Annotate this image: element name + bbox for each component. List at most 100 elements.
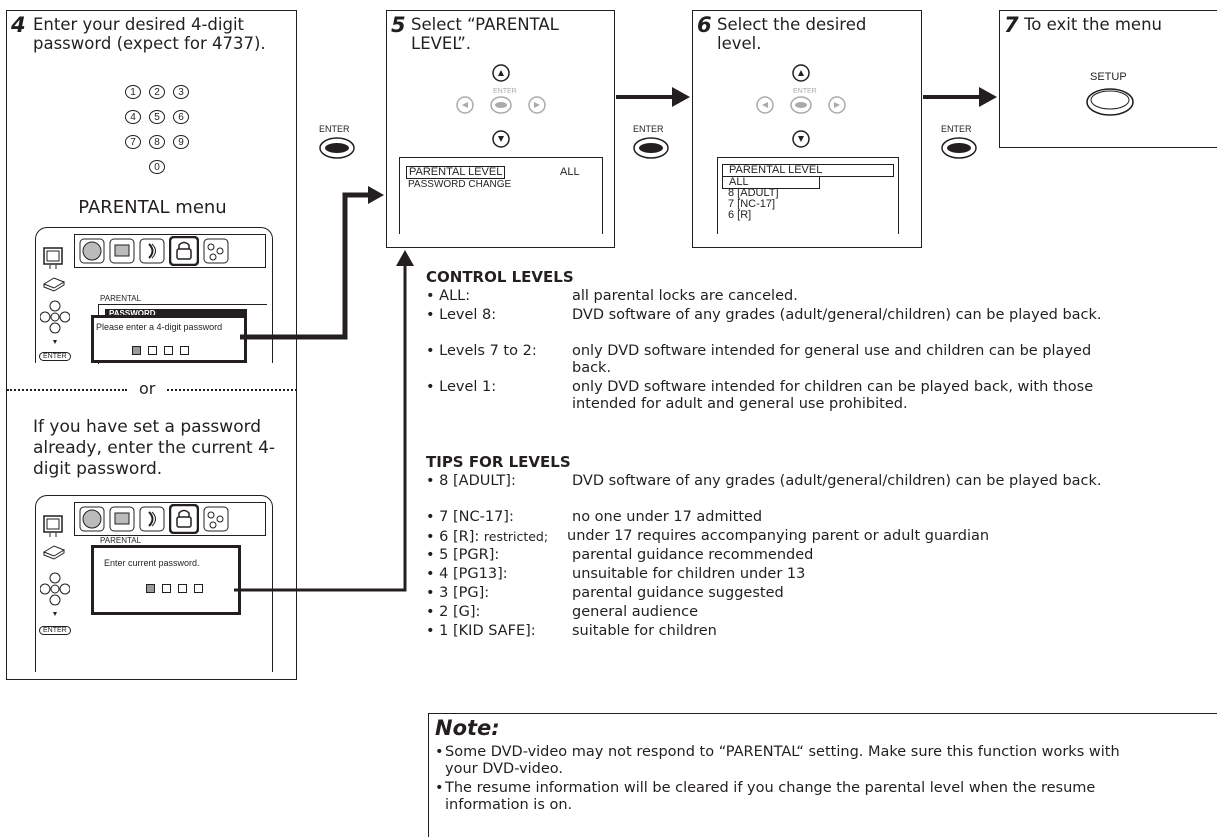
enter-small-label: ENTER (39, 352, 71, 361)
control-level-key: • Level 8: (426, 307, 497, 323)
enter-button-icon (319, 137, 355, 159)
or-label: or (139, 379, 156, 398)
key-4[interactable]: 4 (125, 110, 141, 124)
note-item: Some DVD-video may not respond to “PAREN… (433, 744, 1123, 778)
tip-key-label: • 6 [R]: (426, 529, 480, 545)
tip-key: • 8 [ADULT]: (426, 473, 516, 489)
tip-key: • 3 [PG]: (426, 585, 490, 601)
key-3[interactable]: 3 (173, 85, 189, 99)
key-8[interactable]: 8 (149, 135, 165, 149)
step5-screen: PARENTAL LEVEL ALL PASSWORD CHANGE (399, 157, 603, 234)
control-level-key: • ALL: (426, 288, 471, 304)
step5-number: 5 (391, 13, 406, 37)
password-digit-3 (178, 584, 187, 593)
or-separator: or (7, 379, 298, 399)
tip-desc: unsuitable for children under 13 (572, 566, 806, 582)
tip-key-extra: restricted; (483, 529, 549, 544)
tip-desc: under 17 requires accompanying parent or… (567, 528, 990, 544)
enter-button-3[interactable]: ENTER (940, 124, 980, 164)
dotted-line-right (167, 389, 297, 391)
screen-row-all: ALL (722, 176, 820, 189)
tip-desc: DVD software of any grades (adult/genera… (572, 473, 1102, 489)
menu1-tab: PARENTAL (100, 294, 142, 303)
audio-icon (139, 506, 165, 532)
arrow-step6-to-step7 (923, 87, 997, 107)
password-digit-1 (146, 584, 155, 593)
direction-pad-icon: ENTER (756, 64, 846, 148)
enter-button-1[interactable]: ENTER (318, 124, 358, 164)
svg-text:ENTER: ENTER (493, 88, 517, 95)
already-set-text: If you have set a password already, ente… (33, 417, 276, 479)
enter-button-label: ENTER (633, 124, 664, 134)
menu1-prompt: Please enter a 4-digit password (96, 322, 223, 332)
dpad-icon (40, 300, 70, 344)
menu2-prompt: Enter current password. (104, 558, 200, 568)
tip-key: • 6 [R]: restricted; (426, 528, 548, 546)
enter-button-icon (941, 137, 977, 159)
enter-button-icon (633, 137, 669, 159)
control-level-desc: all parental locks are canceled. (572, 288, 798, 304)
menu2-tab: PARENTAL (100, 536, 142, 545)
key-5[interactable]: 5 (149, 110, 165, 124)
screen-row-parental-level: PARENTAL LEVEL (406, 166, 506, 179)
step6-number: 6 (697, 13, 712, 37)
lock-icon (169, 236, 199, 266)
key-1[interactable]: 1 (125, 85, 141, 99)
step5-text: Select “PARENTAL LEVEL”. (411, 15, 559, 53)
enter-button-label: ENTER (941, 124, 972, 134)
screen-row-8-adult: 8 [ADULT] (728, 187, 779, 199)
screen-row-6-r: 6 [R] (728, 209, 752, 221)
step4-text: Enter your desired 4-digit password (exp… (33, 15, 266, 53)
parental-menu-label: PARENTAL menu (78, 197, 227, 218)
tv-icon (43, 515, 63, 537)
tip-desc: general audience (572, 604, 699, 620)
key-9[interactable]: 9 (173, 135, 189, 149)
key-7[interactable]: 7 (125, 135, 141, 149)
tip-desc: parental guidance recommended (572, 547, 814, 563)
password-digit-1 (132, 346, 141, 355)
screen-row-7-nc17: 7 [NC-17] (728, 198, 776, 210)
tip-desc: parental guidance suggested (572, 585, 784, 601)
control-level-key: • Levels 7 to 2: (426, 343, 537, 359)
audio-icon (139, 238, 165, 264)
password-digit-2 (148, 346, 157, 355)
enter-button-2[interactable]: ENTER (632, 124, 672, 164)
arrow-menu1-to-step5 (240, 186, 384, 340)
dotted-line-left (7, 389, 127, 391)
display-icon (109, 506, 135, 532)
tip-key: • 1 [KID SAFE]: (426, 623, 536, 639)
step4-panel: 4 Enter your desired 4-digit password (e… (6, 10, 297, 680)
password-digit-4 (194, 584, 203, 593)
tips-section: TIPS FOR LEVELS • 8 [ADULT]: DVD softwar… (426, 453, 1186, 703)
screen-row-parental-level-value: ALL (560, 166, 580, 178)
control-level-key: • Level 1: (426, 379, 497, 395)
disc-icon (79, 238, 105, 264)
control-level-desc: only DVD software intended for general u… (572, 343, 1092, 376)
control-level-desc: only DVD software intended for children … (572, 379, 1094, 412)
step4-number: 4 (11, 13, 26, 37)
step7-number: 7 (1004, 13, 1019, 37)
key-6[interactable]: 6 (173, 110, 189, 124)
tips-heading: TIPS FOR LEVELS (426, 453, 571, 471)
step6-text: Select the desired level. (717, 15, 867, 53)
tip-key: • 4 [PG13]: (426, 566, 508, 582)
tip-desc: no one under 17 admitted (572, 509, 763, 525)
parental-menu-illustration-2: ENTER PARENTAL (35, 495, 273, 672)
parental-menu-illustration-1: ENTER PARENTAL PASSWORD (35, 227, 273, 364)
note-heading: Note: (435, 716, 500, 740)
password-boxes-1 (132, 340, 196, 359)
tip-key: • 2 [G]: (426, 604, 481, 620)
arrow-menu2-to-step5 (234, 250, 414, 592)
menu-icon-row (74, 234, 266, 268)
tip-desc: suitable for children (572, 623, 717, 639)
note-item: The resume information will be cleared i… (433, 780, 1123, 814)
tip-key: • 5 [PGR]: (426, 547, 500, 563)
key-2[interactable]: 2 (149, 85, 165, 99)
password-digit-2 (162, 584, 171, 593)
setup-button-icon[interactable] (1084, 85, 1136, 119)
key-0[interactable]: 0 (149, 160, 165, 174)
control-levels-section: CONTROL LEVELS • ALL: all parental locks… (426, 268, 1186, 458)
direction-pad-icon: ENTER (456, 64, 546, 148)
tip-key: • 7 [NC-17]: (426, 509, 514, 525)
password-boxes-2 (146, 578, 210, 597)
